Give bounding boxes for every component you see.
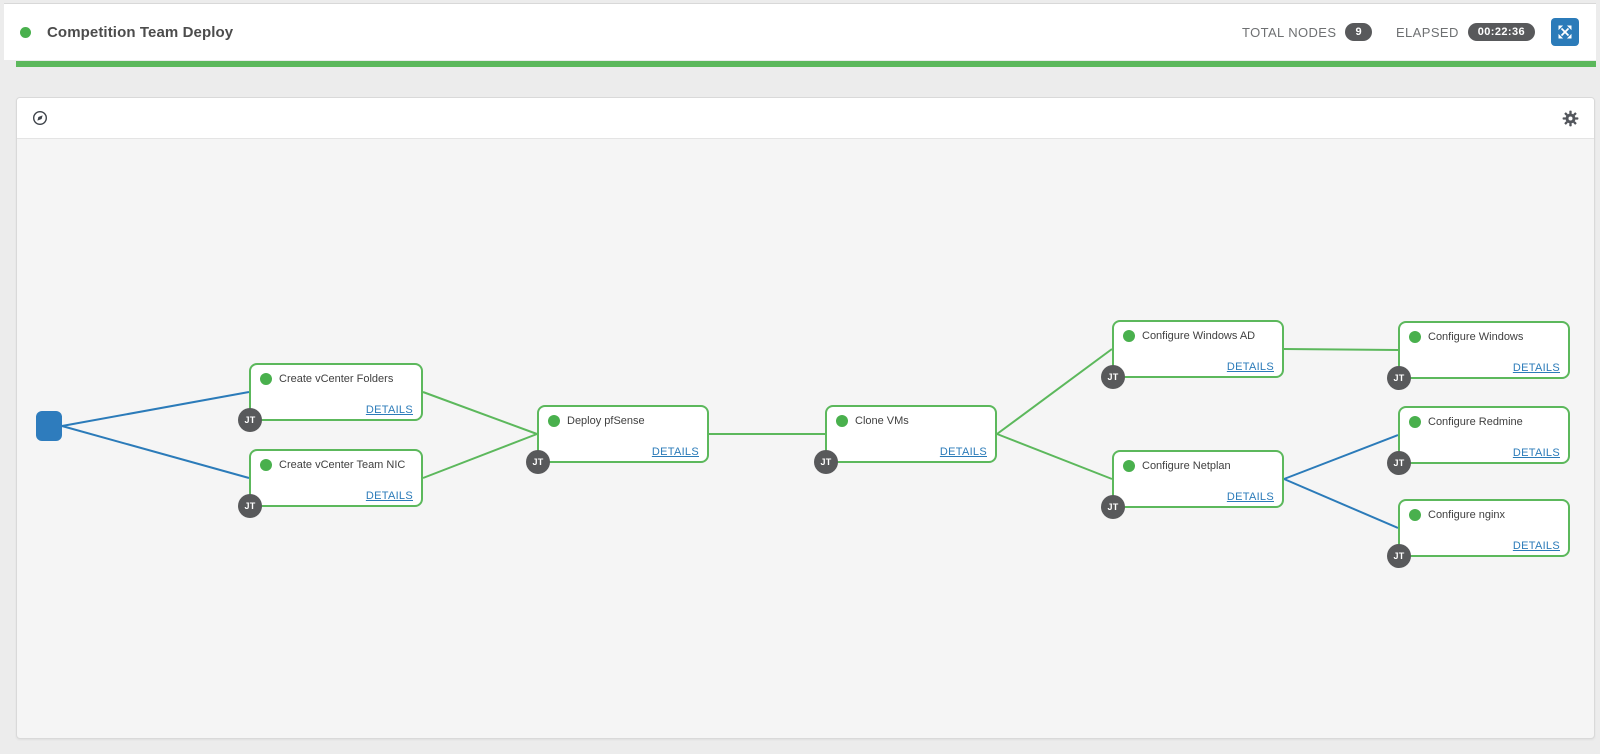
job-template-badge: JT bbox=[238, 408, 262, 432]
node-title: Configure Windows AD bbox=[1142, 330, 1256, 342]
expand-button[interactable] bbox=[1551, 18, 1579, 46]
workflow-graph-canvas[interactable]: Create vCenter Folders DETAILS JT Create… bbox=[17, 139, 1594, 738]
node-status-success-icon bbox=[260, 459, 272, 471]
workflow-edge bbox=[1283, 348, 1399, 351]
workflow-edges bbox=[61, 348, 1399, 529]
node-title: Create vCenter Folders bbox=[279, 373, 394, 385]
workflow-node[interactable]: Configure Windows DETAILS JT bbox=[1387, 321, 1570, 390]
job-template-badge: JT bbox=[1101, 365, 1125, 389]
node-details-link[interactable]: DETAILS bbox=[365, 490, 413, 502]
workflow-status-success-icon bbox=[20, 26, 31, 38]
workflow-edge bbox=[996, 348, 1113, 435]
node-title: Configure Redmine bbox=[1428, 416, 1523, 428]
node-title: Clone VMs bbox=[855, 415, 909, 427]
job-template-badge: JT bbox=[526, 450, 550, 474]
workflow-edge bbox=[61, 425, 250, 479]
node-details-link[interactable]: DETAILS bbox=[1226, 491, 1274, 503]
node-status-success-icon bbox=[548, 415, 560, 427]
workflow-title: Competition Team Deploy bbox=[47, 23, 234, 41]
node-title: Deploy pfSense bbox=[567, 415, 645, 427]
node-status-success-icon bbox=[1123, 460, 1135, 472]
node-details-link[interactable]: DETAILS bbox=[1512, 362, 1560, 374]
workflow-edge bbox=[422, 391, 538, 435]
workflow-header-metrics: TOTAL NODES 9 ELAPSED 00:22:36 bbox=[1242, 18, 1579, 46]
job-template-badge: JT bbox=[238, 494, 262, 518]
total-nodes-label: TOTAL NODES bbox=[1241, 24, 1337, 40]
node-details-link[interactable]: DETAILS bbox=[651, 446, 699, 458]
job-template-badge: JT bbox=[1387, 366, 1411, 390]
workflow-start-node bbox=[36, 411, 62, 441]
workflow-edge bbox=[996, 433, 1113, 480]
job-template-badge: JT bbox=[1101, 495, 1125, 519]
elapsed-badge: 00:22:36 bbox=[1467, 23, 1535, 41]
workflow-node[interactable]: Configure Redmine DETAILS JT bbox=[1387, 406, 1570, 475]
workflow-graph-panel: Create vCenter Folders DETAILS JT Create… bbox=[16, 97, 1595, 739]
workflow-edge bbox=[1283, 434, 1399, 480]
workflow-edge bbox=[61, 391, 250, 427]
expand-arrows-icon bbox=[1557, 24, 1573, 40]
workflow-edge bbox=[422, 433, 538, 479]
node-details-link[interactable]: DETAILS bbox=[365, 404, 413, 416]
workflow-node[interactable]: Configure Netplan DETAILS JT bbox=[1101, 450, 1284, 519]
total-nodes-badge: 9 bbox=[1345, 23, 1372, 41]
graph-toolbar bbox=[17, 98, 1594, 139]
workflow-progress-bar bbox=[16, 61, 1596, 67]
node-status-success-icon bbox=[1409, 509, 1421, 521]
node-title: Configure nginx bbox=[1428, 509, 1506, 521]
node-title: Configure Windows bbox=[1428, 331, 1524, 343]
workflow-node[interactable]: Configure nginx DETAILS JT bbox=[1387, 499, 1570, 568]
workflow-node[interactable]: Configure Windows AD DETAILS JT bbox=[1101, 320, 1284, 389]
node-status-success-icon bbox=[836, 415, 848, 427]
node-title: Configure Netplan bbox=[1142, 460, 1231, 472]
workflow-header: Competition Team Deploy TOTAL NODES 9 EL… bbox=[4, 3, 1596, 60]
workflow-node[interactable]: Create vCenter Team NIC DETAILS JT bbox=[238, 449, 423, 518]
node-details-link[interactable]: DETAILS bbox=[1512, 447, 1560, 459]
workflow-node[interactable]: Create vCenter Folders DETAILS JT bbox=[238, 363, 423, 432]
node-status-success-icon bbox=[260, 373, 272, 385]
compass-icon[interactable] bbox=[32, 110, 48, 126]
node-status-success-icon bbox=[1409, 416, 1421, 428]
workflow-edge bbox=[1283, 478, 1399, 529]
node-details-link[interactable]: DETAILS bbox=[1226, 361, 1274, 373]
job-template-badge: JT bbox=[1387, 544, 1411, 568]
job-template-badge: JT bbox=[814, 450, 838, 474]
elapsed-label: ELAPSED bbox=[1395, 24, 1459, 40]
job-template-badge: JT bbox=[1387, 451, 1411, 475]
node-status-success-icon bbox=[1123, 330, 1135, 342]
node-details-link[interactable]: DETAILS bbox=[939, 446, 987, 458]
node-title: Create vCenter Team NIC bbox=[279, 459, 406, 471]
node-details-link[interactable]: DETAILS bbox=[1512, 540, 1560, 552]
node-status-success-icon bbox=[1409, 331, 1421, 343]
settings-gear-icon[interactable] bbox=[1562, 110, 1579, 127]
workflow-node[interactable]: Clone VMs DETAILS JT bbox=[814, 405, 997, 474]
workflow-header-left: Competition Team Deploy bbox=[20, 24, 233, 41]
workflow-node[interactable]: Deploy pfSense DETAILS JT bbox=[526, 405, 709, 474]
